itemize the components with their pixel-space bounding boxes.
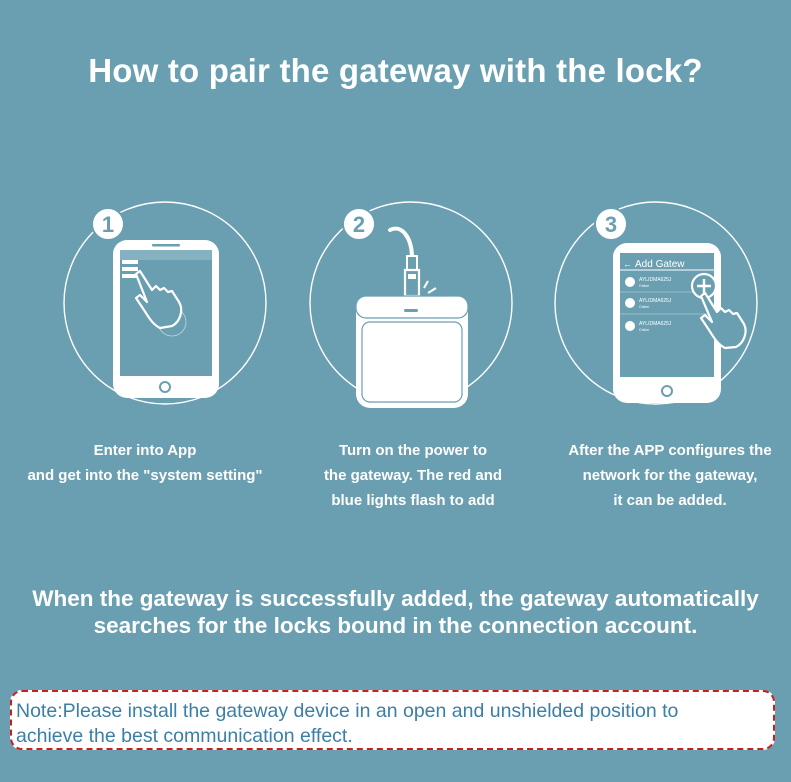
list-item-status: Online	[639, 328, 649, 332]
caption-line: After the APP configures the	[568, 442, 772, 459]
screen-header: Add Gatew	[635, 259, 685, 270]
note-line: Note:Please install the gateway device i…	[16, 700, 679, 722]
step-number: 3	[605, 212, 617, 237]
step-3-illustration: ← Add Gatew AYLIDMA625J Online AYLIDMA62…	[531, 198, 781, 408]
caption-line: network for the gateway,	[582, 467, 758, 484]
caption-line: it can be added.	[613, 492, 727, 509]
hand-pointer-icon	[134, 269, 183, 330]
step-3-caption: After the APP configures the network for…	[530, 438, 791, 513]
svg-text:←: ←	[623, 259, 632, 269]
caption-line: the gateway. The red and	[323, 467, 503, 484]
step-number: 1	[102, 212, 114, 237]
list-item-status: Online	[639, 284, 649, 288]
step-badge: 3	[594, 207, 628, 241]
step-number: 2	[353, 212, 365, 237]
step-badge: 1	[91, 207, 125, 241]
step-2-caption: Turn on the power to the gateway. The re…	[273, 438, 553, 513]
list-item-name: AYLIDMA625J	[639, 321, 672, 327]
menu-icon	[122, 260, 138, 278]
step-1-caption: Enter into App and get into the "system …	[5, 438, 285, 488]
summary-text: When the gateway is successfully added, …	[0, 585, 791, 639]
list-item-name: AYLIDMA625J	[639, 298, 672, 304]
power-cable-icon	[388, 226, 421, 298]
caption-line: Turn on the power to	[338, 442, 488, 459]
step-2-illustration: 2	[286, 198, 536, 408]
list-item-name: AYLIDMA625J	[639, 277, 672, 283]
page-title: How to pair the gateway with the lock?	[88, 52, 703, 89]
device-list: AYLIDMA625J Online AYLIDMA625J Online AY…	[620, 277, 714, 332]
step-badge: 2	[342, 207, 376, 241]
summary-line: searches for the locks bound in the conn…	[93, 613, 698, 638]
summary-line: When the gateway is successfully added, …	[32, 586, 759, 611]
step-1-illustration: 1	[40, 198, 290, 408]
installation-note: Note:Please install the gateway device i…	[10, 690, 775, 750]
caption-line: Enter into App	[93, 442, 197, 459]
list-item-status: Online	[639, 305, 649, 309]
gateway-device-icon	[355, 295, 469, 408]
caption-line: and get into the "system setting"	[27, 467, 263, 484]
note-line: achieve the best communication effect.	[16, 725, 353, 747]
caption-line: blue lights flash to add	[331, 492, 495, 509]
hand-pointer-icon	[699, 291, 747, 350]
